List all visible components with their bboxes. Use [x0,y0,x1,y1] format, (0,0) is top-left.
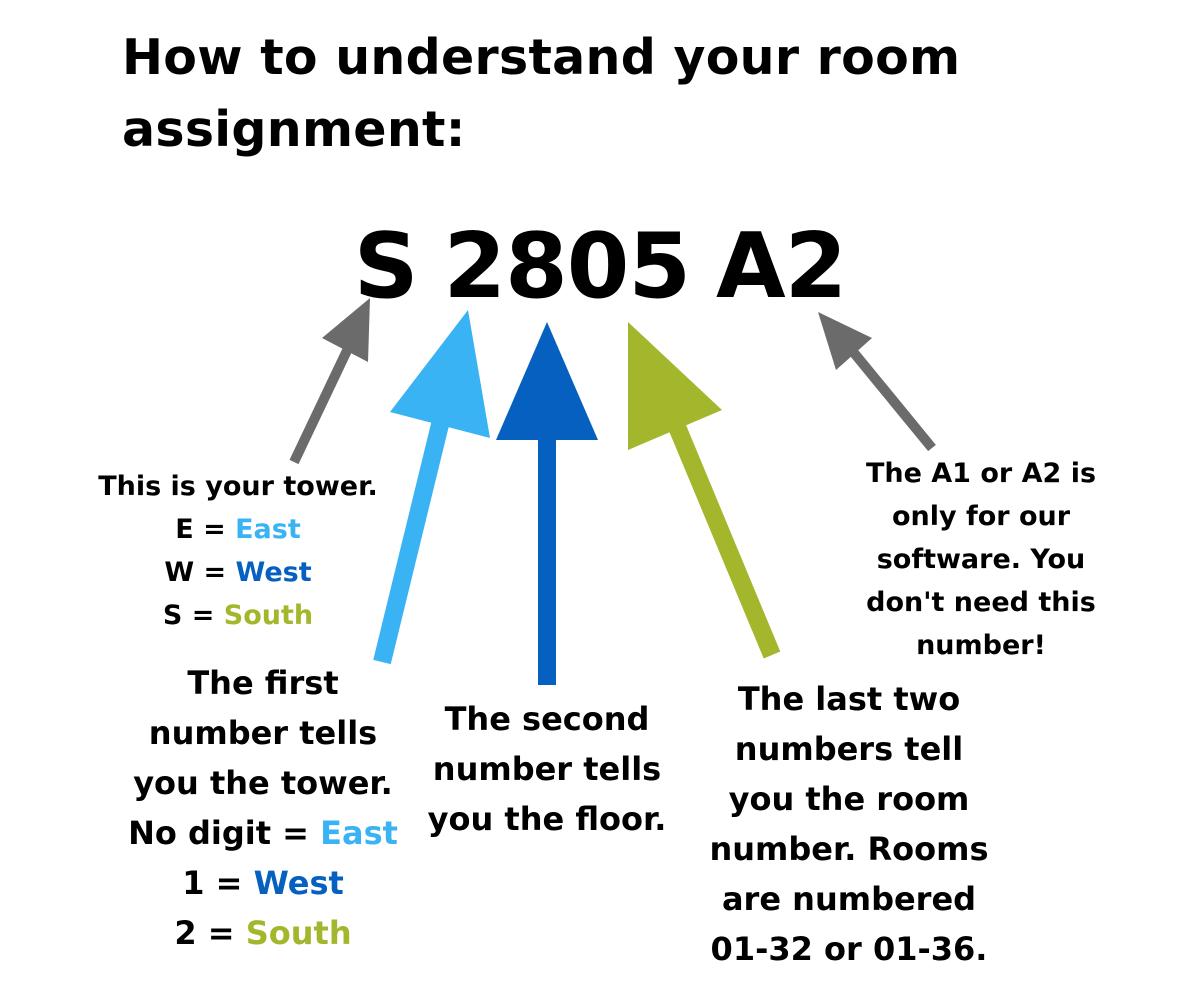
suffix-arrow-shaft [846,344,936,452]
tower-note-east-key: E = [175,514,236,545]
tower-note-south-value: South [223,600,314,631]
room-code-suffix: A2 [716,214,847,319]
first-number-arrow-head [390,310,490,438]
first-number-note-west-value: West [253,864,344,902]
tower-note-east-value: East [235,514,301,545]
tower-note-south: S = South [68,594,408,637]
tower-note-south-key: S = [162,600,224,631]
tower-note-west-value: West [235,557,312,588]
suffix-note-line-5: number! [916,630,1046,661]
last-two-numbers-note: The last two numbers tell you the room n… [700,674,998,974]
last-two-numbers-note-line-6: 01-32 or 01-36. [710,930,988,968]
suffix-note-line-2: only for our [891,501,1071,532]
first-number-note-line-3: you the tower. [133,764,393,802]
second-number-note-line-3: you the floor. [427,800,667,838]
second-number-note-line-1: The second [444,700,650,738]
first-number-note-east: No digit = East [112,808,414,858]
page-title-line-1: How to understand your room [122,29,961,86]
tower-note: This is your tower. E = East W = West S … [68,465,408,637]
first-number-note-south: 2 = South [112,908,414,958]
first-number-note-west-key: 1 = [182,864,254,902]
suffix-note: The A1 or A2 is only for our software. Y… [848,452,1114,667]
tower-note-east: E = East [68,508,408,551]
room-code-tower-letter: S [353,214,419,319]
page-title-line-2: assignment: [122,101,466,158]
tower-note-west-key: W = [164,557,236,588]
second-number-note: The second number tells you the floor. [412,694,682,844]
tower-letter-arrow [289,298,370,465]
first-number-note-east-key: No digit = [128,814,321,852]
first-number-note: The first number tells you the tower. No… [112,658,414,958]
second-number-arrow-head [496,322,598,440]
first-number-note-south-value: South [245,914,352,952]
suffix-note-line-4: don't need this [866,587,1096,618]
first-number-arrow-shaft [373,397,455,665]
last-two-numbers-note-line-4: number. Rooms [709,830,989,868]
suffix-arrow-head [818,312,872,370]
second-number-arrow [496,322,598,685]
first-number-note-line-1: The first [187,664,339,702]
last-two-numbers-note-line-2: numbers tell [734,730,964,768]
first-number-note-south-key: 2 = [174,914,246,952]
tower-letter-arrow-shaft [289,337,357,465]
last-two-numbers-arrow-head [628,322,722,450]
suffix-note-line-3: software. You [876,544,1086,575]
first-number-arrow [373,310,490,665]
last-two-numbers-arrow [628,322,781,659]
last-two-numbers-note-line-3: you the room [728,780,970,818]
suffix-note-line-1: The A1 or A2 is [865,458,1097,489]
page-title: How to understand your room assignment: [122,22,1022,166]
first-number-note-west: 1 = West [112,858,414,908]
last-two-numbers-arrow-shaft [661,406,781,659]
second-number-note-line-2: number tells [432,750,662,788]
suffix-arrow [818,312,936,452]
first-number-note-east-value: East [320,814,398,852]
tower-note-west: W = West [68,551,408,594]
tower-note-heading: This is your tower. [98,471,378,502]
last-two-numbers-note-line-5: are numbered [721,880,977,918]
first-number-note-line-2: number tells [148,714,378,752]
tower-letter-arrow-head [322,298,370,362]
room-code-number: 2805 [443,214,691,319]
last-two-numbers-note-line-1: The last two [737,680,961,718]
